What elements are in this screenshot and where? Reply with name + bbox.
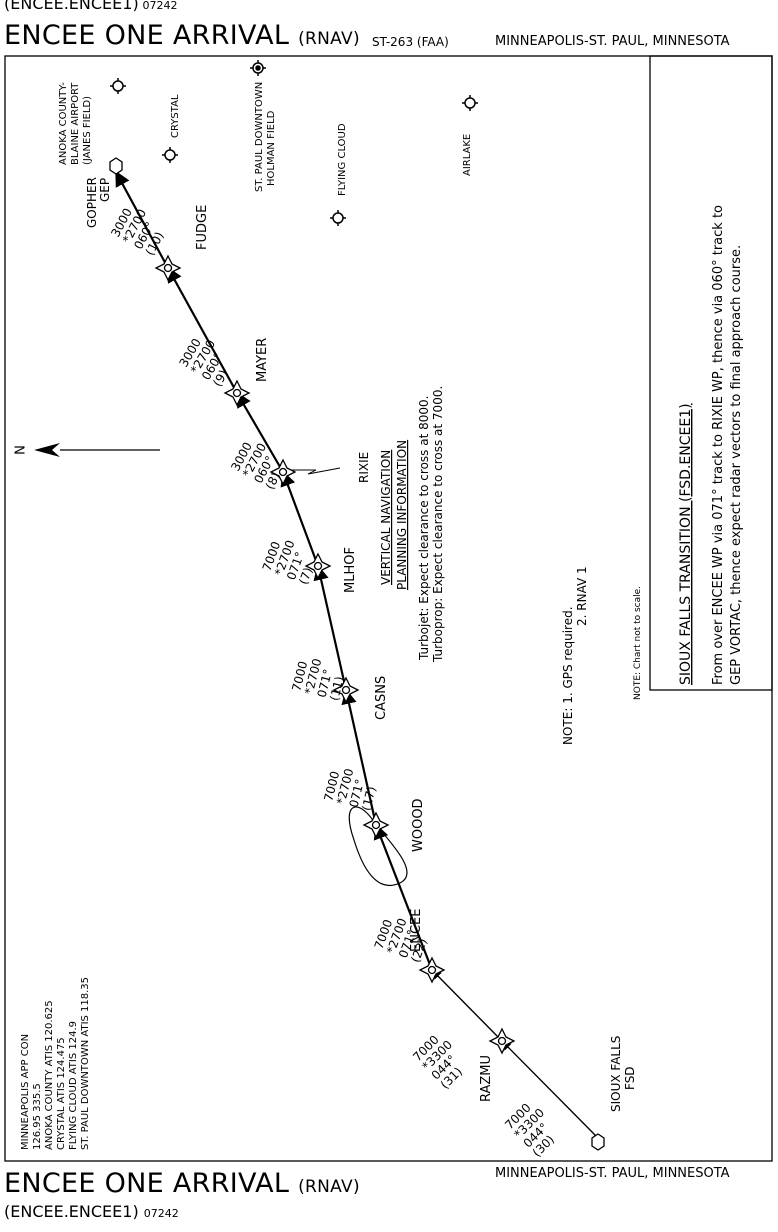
leg-line-fsd-razmu [501,1040,599,1139]
fix-encee-label: ENCEE [409,909,424,952]
transition-box [649,55,773,691]
vnav-title: VERTICAL NAVIGATION [379,450,393,585]
fix-fsd-label: FSD [623,1066,637,1090]
footer-location: MINNEAPOLIS-ST. PAUL, MINNESOTA [495,1166,730,1181]
frequency-line: MINNEAPOLIS APP CON [20,1034,31,1150]
leg-line-fudge-gep [115,170,169,269]
airport-crystal-label: CRYSTAL [170,94,181,138]
fix-gopher-label: GOPHER [85,177,99,228]
frequency-line: ANOKA COUNTY ATIS 120.625 [44,1000,55,1150]
note-rnav: 2. RNAV 1 [575,566,589,626]
footer-title-sub: (RNAV) [298,1177,360,1197]
airport-anoka-label: ANOKA COUNTY- [58,82,69,165]
airport-anoka-label: (JANES FIELD) [82,96,93,165]
leg-line-mayer-fudge [167,266,238,394]
fix-razmu-label: RAZMU [479,1055,494,1102]
fix-woood-label: WOOOD [411,798,426,852]
fix-mlhof-label: MLHOF [343,547,358,593]
fix-gep-label: GEP [98,178,112,202]
vnav-turbojet: Turbojet: Expect clearance to cross at 8… [417,396,431,661]
header-location: MINNEAPOLIS-ST. PAUL, MINNESOTA [495,34,730,49]
page-title: ENCEE ONE ARRIVAL (RNAV) [4,20,360,51]
transition-line1: From over ENCEE WP via 071° track to RIX… [711,205,726,685]
leg-mlhof-rixie-dist: (7) [296,566,315,587]
airport-stpaul-label: HOLMAN FIELD [266,110,277,186]
waypoint-rixie-icon [269,458,297,486]
footer-title: ENCEE ONE ARRIVAL (RNAV) [4,1168,360,1199]
fix-fudge-label: FUDGE [195,205,210,250]
airport-stpaul-icon [250,60,266,76]
north-label: N [14,445,29,455]
leg-line-rixie-mayer [236,391,284,473]
note-gps: NOTE: 1. GPS required. [561,606,575,745]
frequency-line: ST. PAUL DOWNTOWN ATIS 118.35 [80,977,91,1150]
top-date: 07242 [142,0,178,12]
fix-sioux-falls-label: SIOUX FALLS [609,1036,623,1112]
fix-casns-label: CASNS [374,676,389,720]
title-sub: (RNAV) [298,29,360,49]
vnav-turboprop: Turboprop: Expect clearance to cross at … [431,386,445,663]
airport-airlake-icon [462,95,478,111]
vortac-gep-icon [109,157,123,175]
waypoint-casns-icon [332,676,360,704]
waypoint-mlhof-icon [304,552,332,580]
airport-crystal-icon [162,147,178,163]
leg-woood-casns-course: 071° [347,778,368,809]
frequency-line: FLYING CLOUD ATIS 124.9 [68,1021,79,1150]
leg-line-mlhof-rixie [280,470,320,567]
airport-anoka-label: BLAINE AIRPORT [70,82,81,165]
leg-line-razmu-encee [431,969,503,1042]
route-track [115,170,599,1139]
transition-title: SIOUX FALLS TRANSITION (FSD.ENCEE1) [678,403,694,685]
footer-procedure-code: (ENCEE.ENCEE1) 07242 [4,1202,179,1221]
footer-title-text: ENCEE ONE ARRIVAL [4,1168,290,1199]
north-arrow: N [14,443,160,457]
transition-line2: GEP VORTAC, thence expect radar vectors … [729,245,744,685]
footer-code: (ENCEE.ENCEE1) [4,1202,139,1221]
vortac-fsd-icon [591,1133,605,1151]
airport-flying-cloud-icon [330,210,346,226]
frequency-line: 126.95 335.5 [32,1083,43,1150]
waypoint-fudge-icon [154,254,182,282]
leg-line-casns-mlhof [313,564,348,691]
waypoint-razmu-icon [488,1027,516,1055]
rixie-leader [292,467,341,475]
waypoints [109,157,605,1151]
fix-rixie-label: RIXIE [357,452,371,483]
leg-casns-mlhof-dist: (11) [327,675,347,702]
leg-line-encee-woood [373,823,434,971]
waypoint-encee-icon [418,956,446,984]
fix-mayer-label: MAYER [255,338,270,382]
top-code: (ENCEE.ENCEE1) [4,0,139,13]
waypoint-mayer-icon [223,379,251,407]
leg-casns-mlhof-course: 071° [315,668,336,699]
airport-symbols [110,60,478,226]
note-scale: NOTE: Chart not to scale. [633,586,643,700]
airport-flying-cloud-label: FLYING CLOUD [337,123,348,196]
footer-date: 07242 [143,1207,179,1220]
airport-anoka-icon [110,78,126,94]
airport-airlake-label: AIRLAKE [462,134,473,176]
waypoint-woood-icon [362,811,390,839]
leg-woood-casns-dist: (17) [359,785,379,812]
airport-stpaul-label: ST. PAUL DOWNTOWN [254,82,265,192]
vnav-subtitle: PLANNING INFORMATION [395,440,409,590]
leg-line-woood-casns [341,688,378,826]
holding-pattern [348,806,408,886]
frequency-line: CRYSTAL ATIS 124.475 [56,1037,67,1150]
title-text: ENCEE ONE ARRIVAL [4,20,290,51]
north-arrow-head [34,443,60,457]
top-procedure-code: (ENCEE.ENCEE1) 07242 [4,0,178,13]
chart-id: ST-263 (FAA) [372,35,449,49]
